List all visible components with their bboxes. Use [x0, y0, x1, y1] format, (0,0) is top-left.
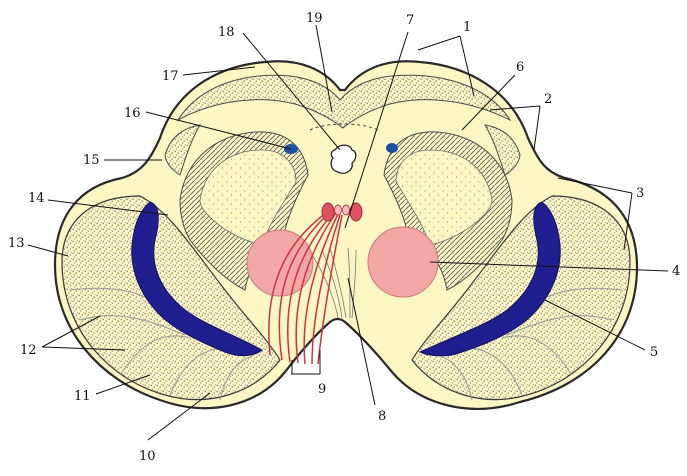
label-5: 5	[650, 345, 658, 360]
label-12: 12	[20, 343, 37, 358]
label-10: 10	[139, 449, 156, 464]
label-7: 7	[406, 13, 414, 28]
label-14: 14	[28, 191, 45, 206]
label-3: 3	[636, 186, 644, 201]
right-pink-nucleus	[368, 227, 438, 297]
label-15: 15	[83, 153, 100, 168]
label-4: 4	[672, 264, 680, 279]
label-6: 6	[516, 60, 524, 75]
left-pink-nucleus	[247, 230, 313, 296]
label-11: 11	[74, 389, 91, 404]
label-8: 8	[378, 409, 386, 424]
label-17: 17	[162, 69, 179, 84]
label-18: 18	[218, 25, 235, 40]
label-9: 9	[318, 382, 326, 397]
label-13: 13	[8, 236, 25, 251]
right-blue-nucleus	[386, 143, 398, 153]
label-19: 19	[306, 11, 323, 26]
label-2: 2	[544, 92, 552, 107]
label-16: 16	[124, 106, 141, 121]
label-1: 1	[463, 20, 471, 35]
